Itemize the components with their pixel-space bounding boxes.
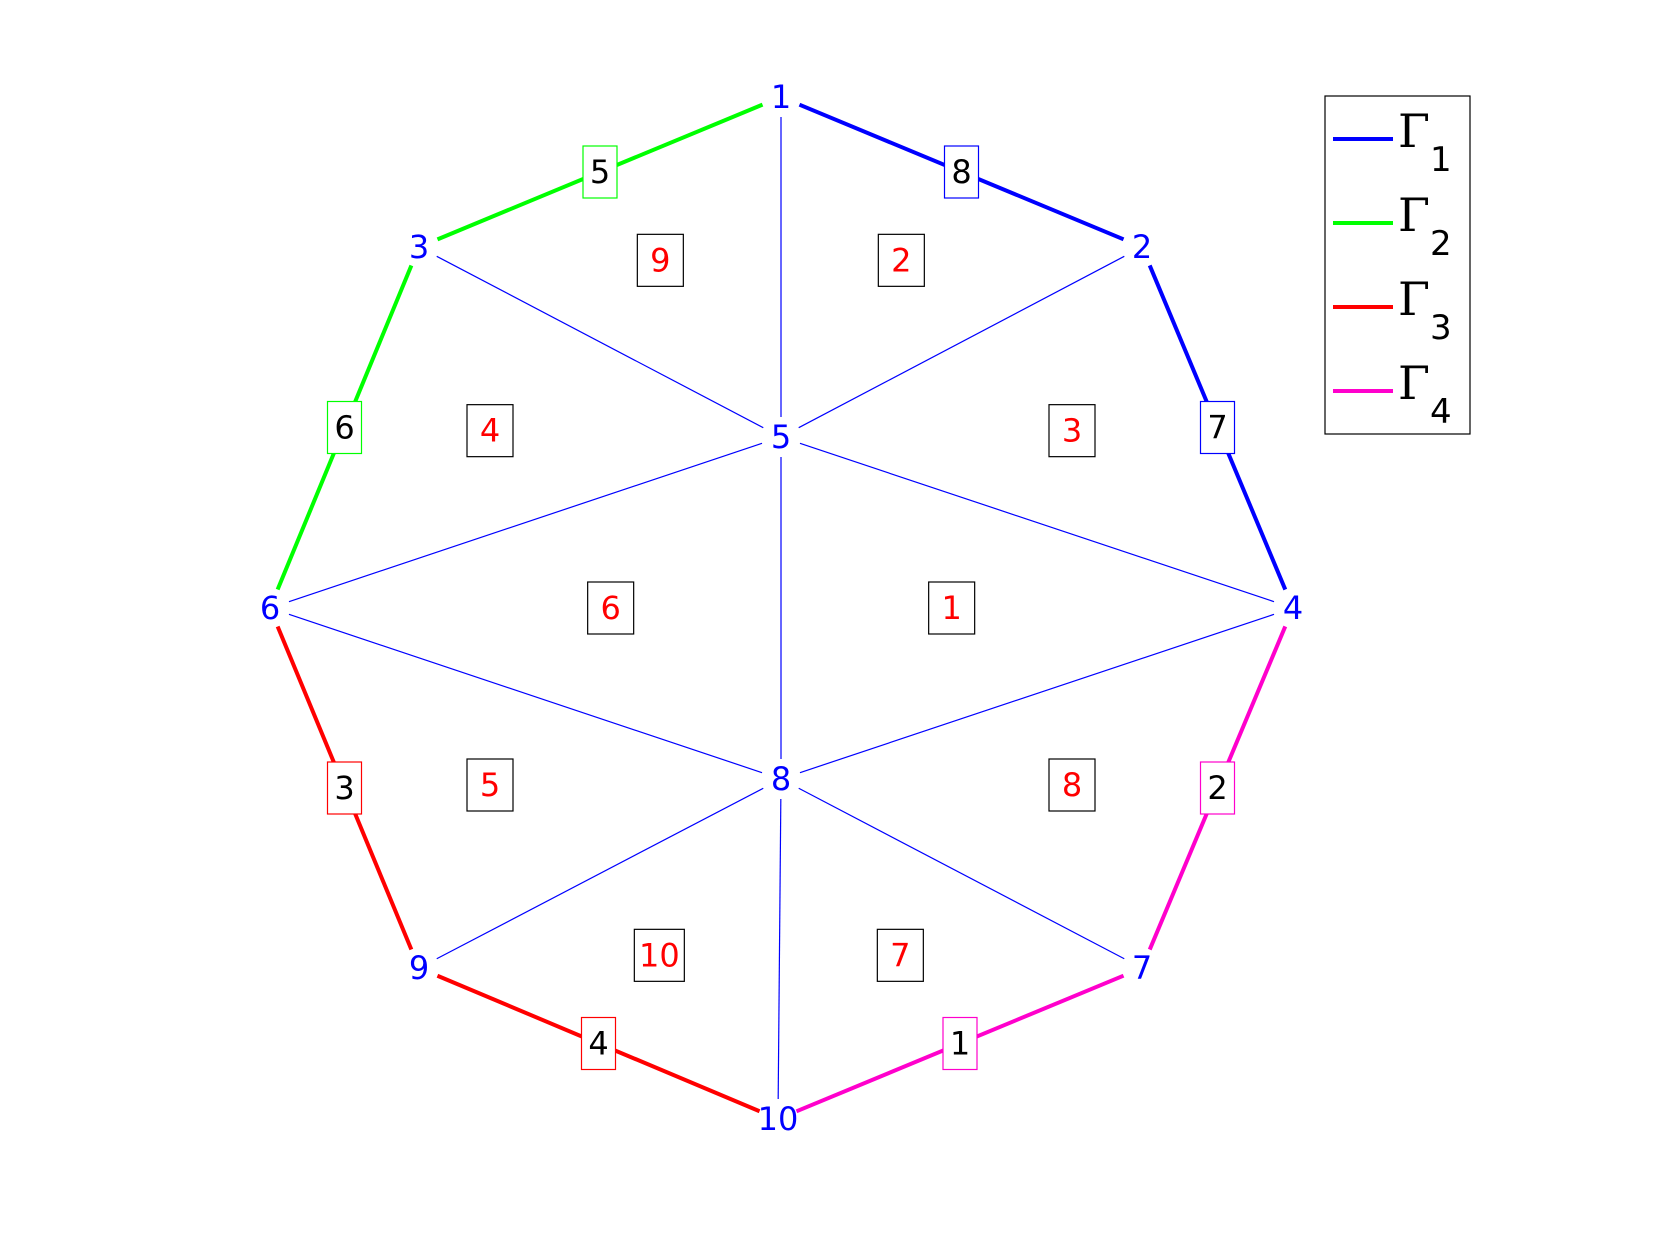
element-label-10: 10 (639, 936, 680, 974)
edge-label-8: 8 (951, 153, 971, 191)
element-label-9: 9 (650, 241, 670, 279)
edge-label-box (582, 145, 618, 199)
legend-label-subscript: 4 (1430, 392, 1452, 432)
legend-label-gamma: Γ (1398, 272, 1430, 326)
node-label-8: 8 (771, 760, 791, 798)
edge-label-1: 1 (950, 1025, 970, 1063)
interior-edge-4-8 (799, 613, 1275, 774)
node-label-2: 2 (1132, 228, 1152, 266)
element-label-5: 5 (480, 766, 500, 804)
node-label-1: 1 (771, 78, 791, 116)
interior-edge-6-5 (288, 442, 763, 603)
node-label-7: 7 (1132, 949, 1152, 987)
node-label-3: 3 (409, 228, 429, 266)
element-label-box (466, 404, 514, 458)
legend-label-gamma: Γ (1398, 104, 1430, 158)
interior-edge-4-5 (799, 442, 1275, 603)
edge-label-4: 4 (588, 1025, 608, 1063)
edge-label-3: 3 (334, 769, 354, 807)
element-label-4: 4 (480, 412, 500, 450)
interior-edge-2-5 (798, 255, 1125, 429)
element-label-2: 2 (891, 241, 911, 279)
edge-label-box (943, 145, 980, 199)
legend-label-gamma: Γ (1398, 356, 1430, 410)
edge-label-box (1199, 761, 1236, 815)
edge-label-2: 2 (1207, 769, 1227, 807)
element-label-1: 1 (941, 589, 961, 627)
element-label-8: 8 (1062, 766, 1082, 804)
element-label-6: 6 (600, 589, 620, 627)
element-label-3: 3 (1062, 412, 1082, 450)
interior-edge-6-8 (288, 613, 763, 774)
element-label-box (1048, 404, 1096, 458)
node-label-10: 10 (758, 1100, 799, 1138)
interior-edge-7-8 (798, 787, 1125, 960)
legend-label-subscript: 1 (1430, 140, 1452, 180)
edge-label-box (326, 761, 363, 815)
legend-label-gamma: Γ (1398, 188, 1430, 242)
interior-edge-10-8 (777, 798, 782, 1100)
interior-edges (288, 117, 1275, 1100)
boundary-edge-labels: 8 7 5 6 3 4 2 1 (326, 145, 1236, 1071)
element-label-box (633, 928, 685, 982)
element-label-box (636, 233, 684, 287)
edge-label-7: 7 (1207, 409, 1227, 447)
node-label-9: 9 (409, 949, 429, 987)
element-label-7: 7 (890, 936, 910, 974)
element-label-box (928, 581, 976, 635)
node-label-5: 5 (771, 418, 791, 456)
interior-edge-3-5 (436, 255, 764, 429)
element-labels: 1 2 3 4 5 6 7 8 9 10 (466, 233, 1096, 982)
edge-label-box (942, 1016, 978, 1071)
edge-label-5: 5 (590, 153, 610, 191)
interior-edge-9-8 (436, 787, 764, 960)
node-labels: 1 2 3 4 5 6 7 8 9 10 (260, 78, 1303, 1138)
element-label-box (1048, 758, 1096, 812)
element-label-box (876, 928, 924, 982)
legend-box (1324, 95, 1471, 435)
element-label-box (877, 233, 925, 287)
legend-label-subscript: 3 (1430, 308, 1452, 348)
edge-label-box (326, 400, 363, 455)
node-label-6: 6 (260, 589, 280, 627)
element-label-box (466, 758, 514, 812)
edge-label-box (580, 1016, 617, 1071)
edge-label-box (1199, 400, 1236, 455)
node-label-4: 4 (1283, 589, 1303, 627)
edge-label-6: 6 (334, 409, 354, 447)
legend-label-subscript: 2 (1430, 224, 1452, 264)
element-label-box (587, 581, 635, 635)
